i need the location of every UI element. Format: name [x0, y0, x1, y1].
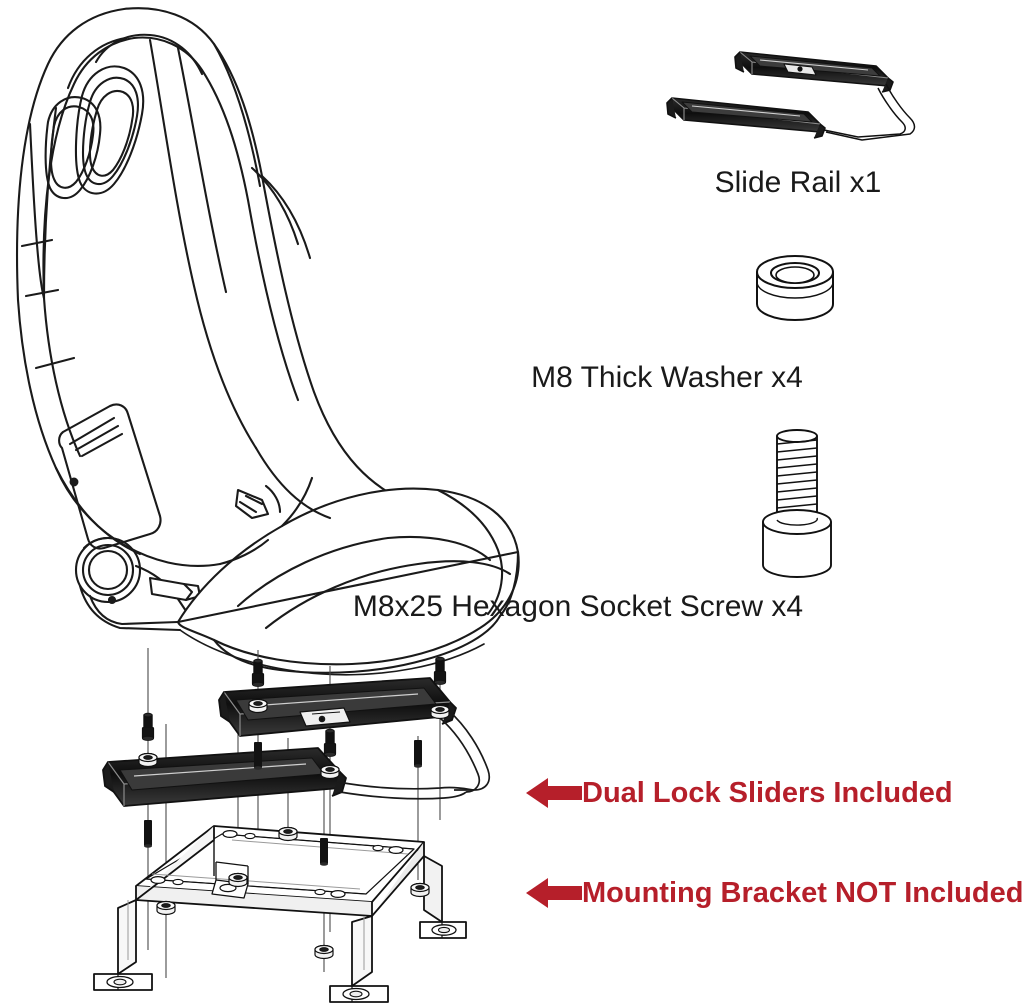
- callout-text-mounting-bracket: Mounting Bracket NOT Included: [582, 876, 1024, 909]
- bolt-icon: [144, 820, 152, 846]
- hex-socket-screw-part-icon: [762, 429, 832, 578]
- washer-icon: [228, 872, 248, 888]
- callout-mounting-bracket: Mounting Bracket NOT Included: [526, 876, 1023, 910]
- washer-icon: [320, 764, 340, 780]
- screw-icon: [251, 658, 265, 687]
- part-label-thick-washer: M8 Thick Washer x4: [531, 361, 803, 394]
- callout-text-dual-lock-sliders: Dual Lock Sliders Included: [582, 776, 953, 809]
- lower-slide-rail: [102, 747, 475, 807]
- washer-icon: [138, 752, 158, 768]
- hardware-fasteners: [138, 656, 450, 960]
- part-label-slide-rail: Slide Rail x1: [714, 166, 882, 199]
- slide-rail-part-icon: [666, 51, 916, 141]
- bolt-icon: [254, 742, 262, 768]
- callout-dual-lock-sliders: Dual Lock Sliders Included: [526, 776, 953, 810]
- washer-icon: [314, 944, 334, 960]
- washer-icon: [410, 882, 430, 898]
- screw-icon: [141, 712, 155, 741]
- upper-slide-rail: [218, 677, 491, 793]
- part-label-hex-screw: M8x25 Hexagon Socket Screw x4: [352, 590, 804, 623]
- screw-icon: [433, 656, 447, 685]
- left-arrow-icon: [526, 778, 582, 808]
- seat-drawing: [16, 7, 520, 676]
- mounting-bracket: [93, 825, 467, 1003]
- washer-icon: [278, 826, 298, 842]
- washer-icon: [156, 900, 176, 916]
- washer-icon: [248, 698, 268, 714]
- washer-icon: [430, 704, 450, 720]
- bolt-icon: [414, 740, 422, 766]
- bolt-icon: [320, 838, 328, 864]
- left-arrow-icon: [526, 878, 582, 908]
- thick-washer-part-icon: [756, 255, 834, 321]
- screw-icon: [323, 728, 337, 757]
